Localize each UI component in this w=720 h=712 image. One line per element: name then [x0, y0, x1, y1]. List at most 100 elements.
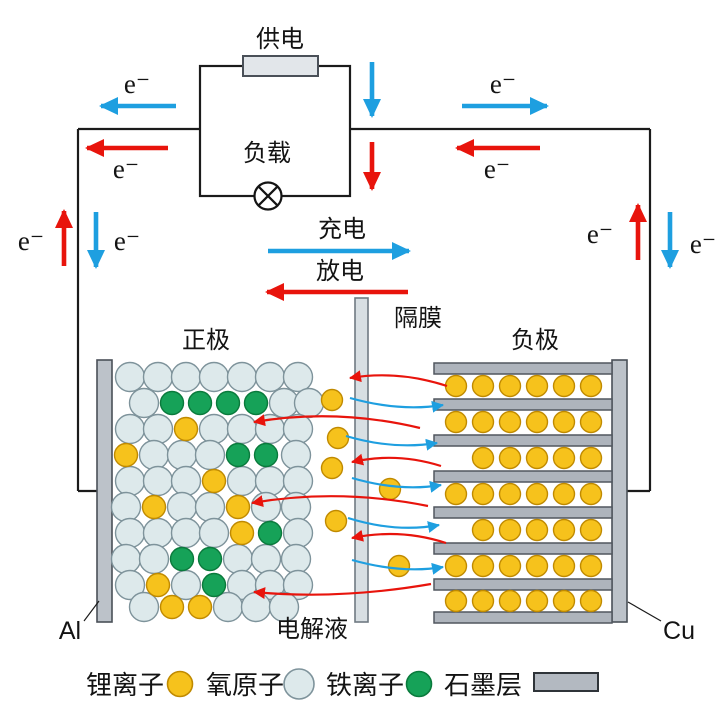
iron-ion — [215, 390, 241, 416]
lithium-ion — [471, 374, 495, 398]
electron-label: e⁻ — [490, 69, 516, 99]
lithium-ion — [471, 482, 495, 506]
lithium-ion — [444, 374, 468, 398]
lithium-ion — [141, 494, 167, 520]
lithium-ion — [320, 456, 344, 480]
iron-ion — [257, 520, 283, 546]
electrolyte-label: 电解液 — [276, 616, 348, 643]
oxygen-atom — [293, 387, 325, 419]
electrolyte-ion-layer — [320, 388, 411, 578]
iron-ion — [187, 390, 213, 416]
load-x-line — [258, 186, 278, 206]
electron-label: e⁻ — [18, 226, 44, 256]
iron-ion-swatch — [405, 670, 433, 698]
lithium-ion — [552, 589, 576, 613]
oxygen-atom — [226, 413, 258, 445]
lithium-ion — [525, 589, 549, 613]
lithium-ion — [498, 410, 522, 434]
al-current-collector — [96, 359, 113, 623]
lithium-ion — [525, 374, 549, 398]
positive-particle-layer — [110, 361, 325, 623]
lithium-ion — [579, 482, 603, 506]
oxygen-atom — [128, 387, 160, 419]
lithium-ion — [552, 518, 576, 542]
oxygen-atom — [142, 517, 174, 549]
graphite-layer — [433, 542, 613, 555]
oxygen-atom — [250, 491, 282, 523]
electron-label: e⁻ — [484, 154, 510, 184]
charge-ion-arrow — [347, 516, 440, 533]
lithium-ion — [579, 410, 603, 434]
lithium-ion — [579, 518, 603, 542]
charge-label: 充电 — [318, 216, 366, 243]
lithium-ion — [552, 482, 576, 506]
lithium-ion — [326, 426, 350, 450]
lithium-ion — [324, 509, 348, 533]
discharge-label: 放电 — [316, 258, 364, 285]
oxygen-atom — [194, 491, 226, 523]
lithium-ion-swatch — [166, 670, 194, 698]
oxygen-atom — [198, 361, 230, 393]
oxygen-atom — [142, 465, 174, 497]
oxygen-atom — [170, 517, 202, 549]
lithium-ion — [145, 572, 171, 598]
negative-electrode-label: 负极 — [511, 327, 559, 354]
iron-ion — [243, 390, 269, 416]
lithium-ion — [159, 594, 185, 620]
graphite-layer-swatch — [533, 672, 599, 692]
iron-ion — [197, 546, 223, 572]
lithium-ion — [471, 410, 495, 434]
electron-label: e⁻ — [690, 229, 716, 259]
legend-label-iron: 铁离子 — [326, 670, 404, 700]
negative-electrode-layer — [433, 362, 613, 624]
labels: 供电 负载 e⁻ e⁻ e⁻ e⁻ e⁻ e⁻ e⁻ e⁻ 充电 放电 正极 隔… — [18, 26, 716, 645]
lithium-ion — [525, 554, 549, 578]
oxygen-atom — [170, 361, 202, 393]
oxygen-atom — [110, 491, 142, 523]
lithium-ion — [525, 446, 549, 470]
lithium-ion — [173, 416, 199, 442]
discharge-ion-arrow — [349, 370, 448, 388]
oxygen-atom — [110, 543, 142, 575]
positive-electrode-label: 正极 — [182, 327, 230, 354]
lithium-ion — [552, 554, 576, 578]
oxygen-atom — [282, 413, 314, 445]
load-label: 负载 — [243, 140, 291, 167]
lithium-ion — [471, 589, 495, 613]
oxygen-atom — [114, 413, 146, 445]
oxygen-atom — [268, 591, 300, 623]
lithium-ion — [498, 589, 522, 613]
oxygen-atom — [138, 543, 170, 575]
charge-ion-arrow — [345, 434, 438, 451]
graphite-layer — [433, 398, 613, 411]
oxygen-atom — [226, 465, 258, 497]
charge-ion-arrow — [351, 558, 444, 575]
oxygen-atom — [166, 491, 198, 523]
iron-ion — [201, 572, 227, 598]
lithium-ion — [552, 374, 576, 398]
lithium-ion — [525, 518, 549, 542]
oxygen-atom — [240, 591, 272, 623]
lithium-ion — [201, 468, 227, 494]
electron-label: e⁻ — [113, 154, 139, 184]
lithium-ion — [320, 388, 344, 412]
lithium-ion — [498, 482, 522, 506]
lithium-ion — [187, 594, 213, 620]
lithium-ion — [525, 482, 549, 506]
charge-ion-arrow — [351, 476, 442, 493]
lithium-ion — [552, 410, 576, 434]
separator-label: 隔膜 — [394, 305, 442, 332]
lithium-ion — [471, 446, 495, 470]
legend-label-graphite: 石墨层 — [444, 670, 522, 700]
ion-arrow-layer — [251, 370, 448, 600]
oxygen-atom — [282, 465, 314, 497]
lithium-ion — [444, 482, 468, 506]
oxygen-atom — [282, 361, 314, 393]
cu-current-collector — [611, 359, 628, 623]
oxygen-atom — [280, 439, 312, 471]
oxygen-atom — [114, 465, 146, 497]
graphite-layer — [433, 578, 613, 591]
electron-label: e⁻ — [587, 219, 613, 249]
